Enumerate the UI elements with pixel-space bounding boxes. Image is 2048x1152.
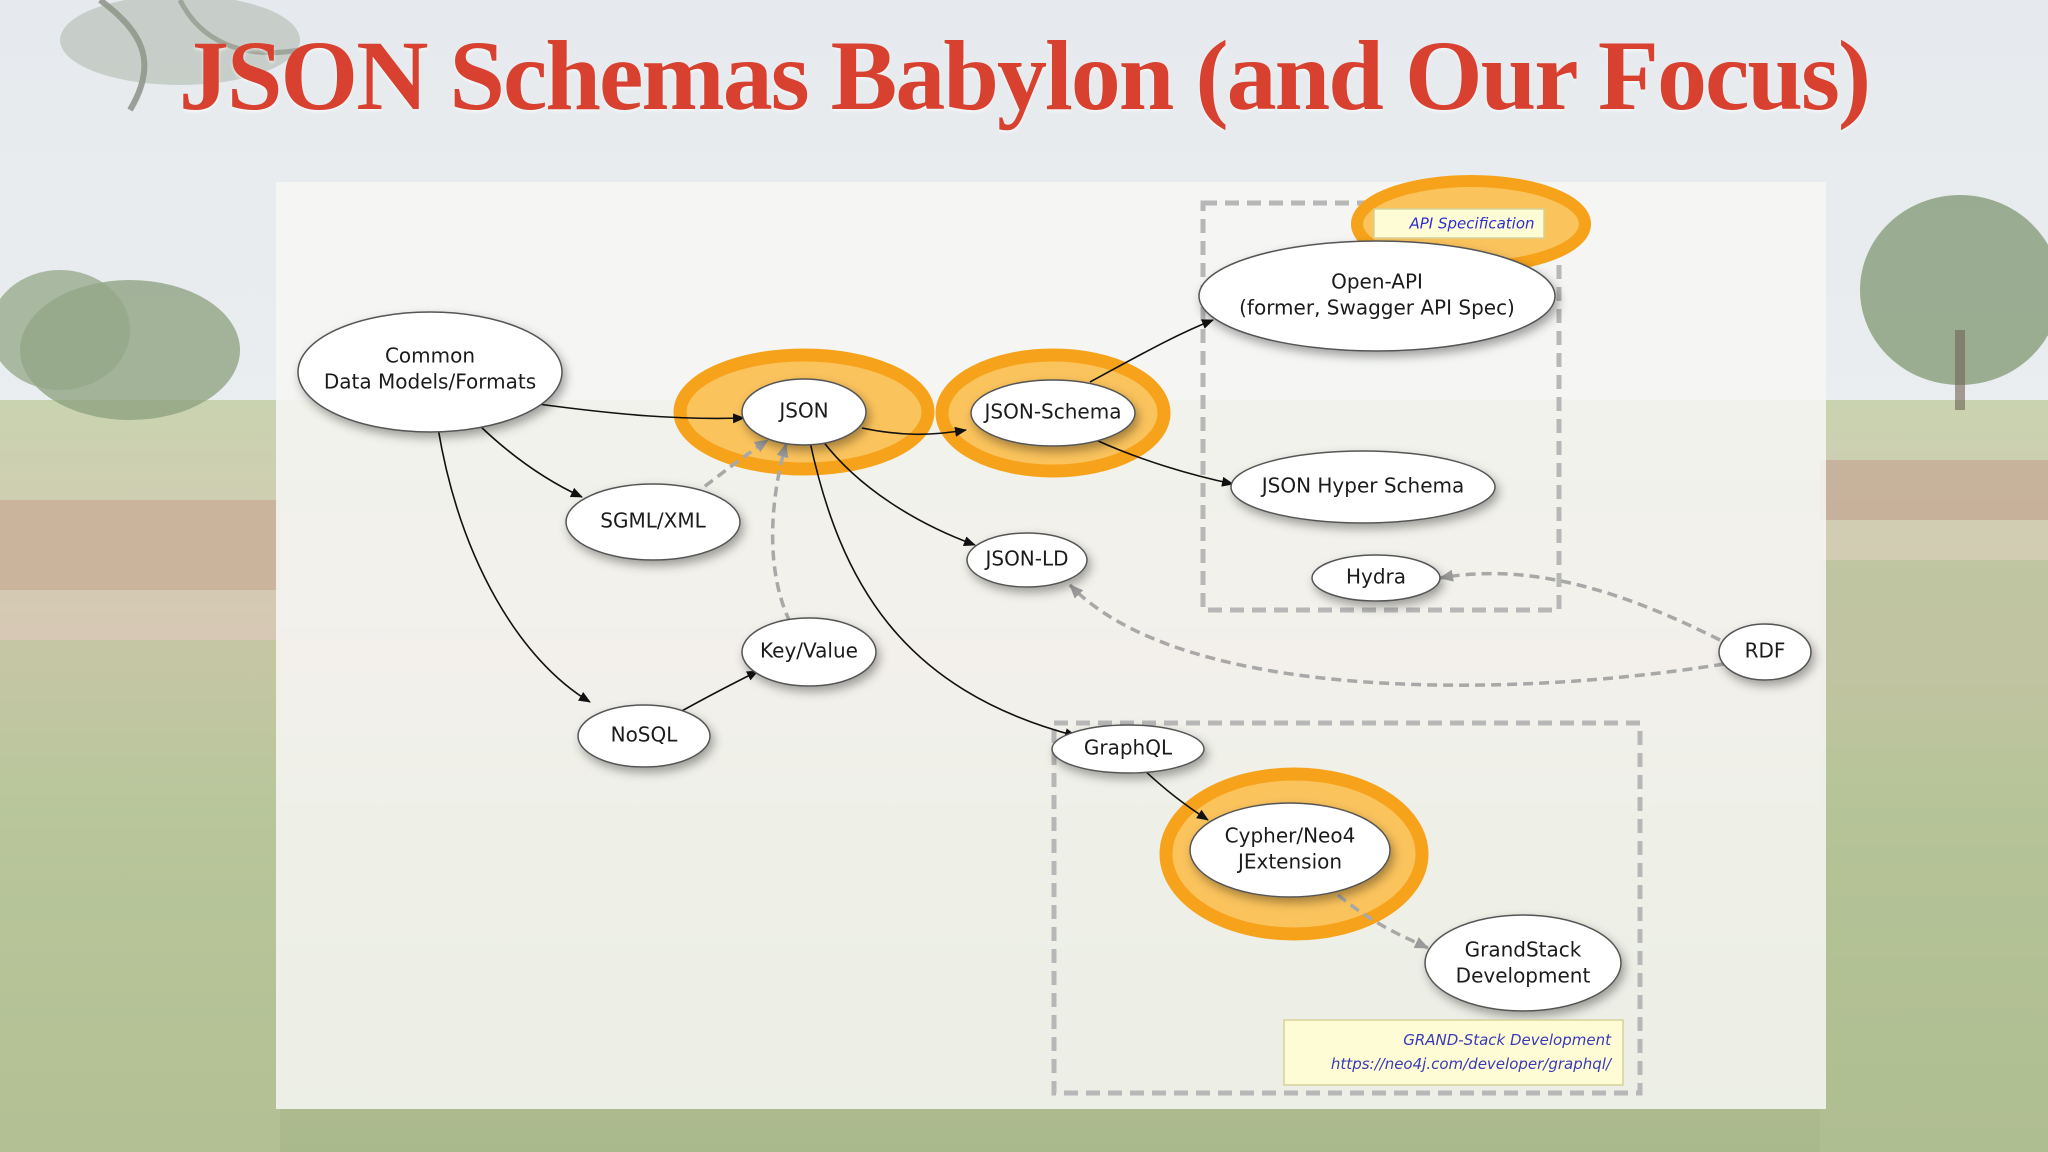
- edge-graphql-cypher: [1141, 767, 1209, 821]
- slide-title: JSON Schemas Babylon (and Our Focus): [178, 20, 1871, 131]
- graphql-cluster-box: [1051, 720, 1643, 1096]
- node-cypher-label-2: JExtension: [1236, 850, 1342, 874]
- edge-common-json: [537, 403, 745, 424]
- node-grandstack-label-1: GrandStack: [1465, 938, 1582, 962]
- node-grandstack: [1424, 914, 1622, 1012]
- edge-json-schema: [861, 426, 967, 437]
- node-sgml-xml: [565, 483, 741, 561]
- node-nosql-label: NoSQL: [611, 723, 679, 747]
- node-key-value-label: Key/Value: [760, 639, 858, 663]
- edge-nosql-keyvalue: [679, 670, 759, 713]
- api-specification-note: [1373, 208, 1545, 239]
- node-common-label-2: Data Models/Formats: [324, 370, 536, 394]
- node-open-api-label-2: (former, Swagger API Spec): [1239, 296, 1515, 320]
- edge-rdf-hydra: [1439, 569, 1721, 642]
- edge-keyvalue-json: [770, 443, 792, 623]
- node-json-hyper-schema-label: JSON Hyper Schema: [1260, 474, 1465, 498]
- edge-json-graphql: [809, 441, 1077, 739]
- node-grandstack-label-2: Development: [1456, 964, 1591, 988]
- edge-json-jsonld: [821, 439, 976, 546]
- edge-rdf-jsonld: [1068, 583, 1725, 687]
- node-graphql-label: GraphQL: [1084, 736, 1173, 760]
- edges: [437, 319, 1234, 821]
- node-hydra-label: Hydra: [1346, 565, 1406, 589]
- dashed-edges: [690, 438, 1725, 950]
- node-open-api-label-1: Open-API: [1331, 270, 1423, 294]
- node-json-ld-label: JSON-LD: [983, 547, 1068, 571]
- grand-stack-note: [1283, 1019, 1624, 1086]
- node-json-label: JSON: [777, 399, 828, 423]
- node-json-ld: [966, 532, 1088, 588]
- edge-schema-openapi: [1089, 319, 1214, 383]
- edge-common-nosql: [437, 427, 591, 703]
- node-cypher: [1189, 802, 1391, 898]
- node-key-value: [741, 617, 877, 687]
- node-nosql: [577, 704, 711, 768]
- node-cypher-label-1: Cypher/Neo4: [1225, 824, 1356, 848]
- edge-schema-hyper: [1095, 439, 1234, 487]
- node-hydra: [1311, 554, 1441, 602]
- node-json-schema-label: JSON-Schema: [983, 400, 1122, 424]
- node-sgml-xml-label: SGML/XML: [600, 509, 706, 533]
- edge-common-sgml: [477, 423, 583, 498]
- grand-stack-note-line-1: GRAND-Stack Development: [1403, 1031, 1612, 1049]
- node-common-label-1: Common: [385, 344, 475, 368]
- node-json-schema: [970, 379, 1136, 447]
- node-json: [741, 378, 867, 446]
- grand-stack-note-line-2: https://neo4j.com/developer/graphql/: [1331, 1055, 1613, 1073]
- node-rdf-label: RDF: [1745, 639, 1786, 663]
- node-graphql: [1051, 724, 1205, 774]
- edge-sgml-json: [690, 438, 769, 498]
- node-json-hyper-schema: [1230, 450, 1496, 524]
- node-open-api: [1198, 240, 1556, 352]
- node-rdf: [1718, 623, 1812, 681]
- node-common: [297, 311, 563, 433]
- api-specification-note-text: API Specification: [1408, 215, 1534, 233]
